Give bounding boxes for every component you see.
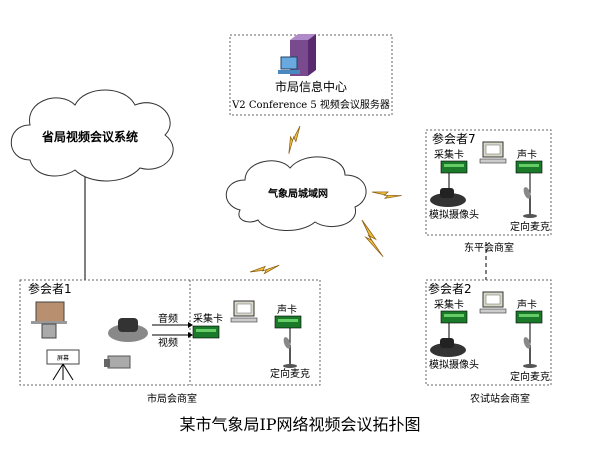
computer-icon: [479, 141, 507, 164]
participant-label: 参会者2: [428, 281, 472, 296]
capture-card-icon: [440, 310, 468, 324]
video-camera-icon: [104, 355, 131, 369]
camera-label: 模拟摄像头: [429, 208, 479, 221]
computer-icon: [479, 291, 507, 314]
room-name: 农试站会商室: [470, 392, 530, 405]
server-icon: [278, 34, 316, 76]
video-label: 视频: [158, 336, 178, 349]
room-nongshi: 参会者2 采集卡 模拟摄像头 声卡 定向麦克 农试站会商室: [425, 279, 552, 405]
lightning-icon: [371, 179, 403, 208]
capture-card-label: 采集卡: [193, 312, 223, 325]
wan-label: 气象局城域网: [267, 187, 328, 200]
mic-label: 定向麦克: [510, 220, 550, 233]
lightning-icon: [249, 253, 280, 284]
server-box: 市局信息中心 V2 Conference 5 视频会议服务器: [229, 34, 393, 116]
sound-card-icon: [515, 160, 543, 174]
computer-icon: [230, 300, 258, 323]
mic-label: 定向麦克: [270, 367, 310, 380]
screen-label: 屏幕: [57, 354, 69, 362]
province-label: 省局视频会议系统: [41, 129, 138, 144]
audio-label: 音频: [158, 312, 178, 325]
capture-card-icon: [440, 160, 468, 174]
sound-card-label: 声卡: [517, 148, 537, 161]
camera-label: 模拟摄像头: [429, 358, 479, 371]
server-desc: V2 Conference 5 视频会议服务器: [231, 98, 390, 111]
room-dongping: 参会者7 采集卡 模拟摄像头 声卡 定向麦克 东平会商室: [425, 129, 552, 254]
lightning-icon: [351, 219, 394, 258]
participant-label: 参会者1: [28, 281, 72, 296]
province-cloud: 省局视频会议系统: [10, 89, 174, 182]
sound-card-icon: [274, 315, 302, 329]
analog-camera-icon: [430, 338, 466, 357]
wan-cloud: 气象局城域网: [225, 156, 367, 231]
room-name: 市局会商室: [147, 392, 197, 405]
sound-card-icon: [515, 310, 543, 324]
arrowhead-icon: [188, 322, 193, 328]
projection-screen-icon: 屏幕: [46, 349, 80, 381]
capture-card-label: 采集卡: [434, 298, 464, 311]
capture-card-icon: [192, 325, 220, 339]
sound-card-label: 声卡: [517, 298, 537, 311]
conference-camera-icon: [108, 318, 148, 342]
room-city: 参会者1 屏幕 音频 视频 采集卡 声卡 定向麦克 市局会商室: [19, 279, 321, 405]
lightning-icon: [282, 125, 307, 155]
room-name: 东平会商室: [464, 241, 514, 254]
analog-camera-icon: [430, 188, 466, 207]
participant-label: 参会者7: [432, 131, 476, 146]
video-terminal-icon: [31, 301, 67, 339]
arrowhead-icon: [188, 332, 193, 338]
mic-label: 定向麦克: [510, 370, 550, 383]
diagram-title: 某市气象局IP网络视频会议拓扑图: [179, 415, 420, 434]
server-name: 市局信息中心: [275, 79, 347, 94]
sound-card-label: 声卡: [277, 303, 297, 316]
capture-card-label: 采集卡: [434, 148, 464, 161]
